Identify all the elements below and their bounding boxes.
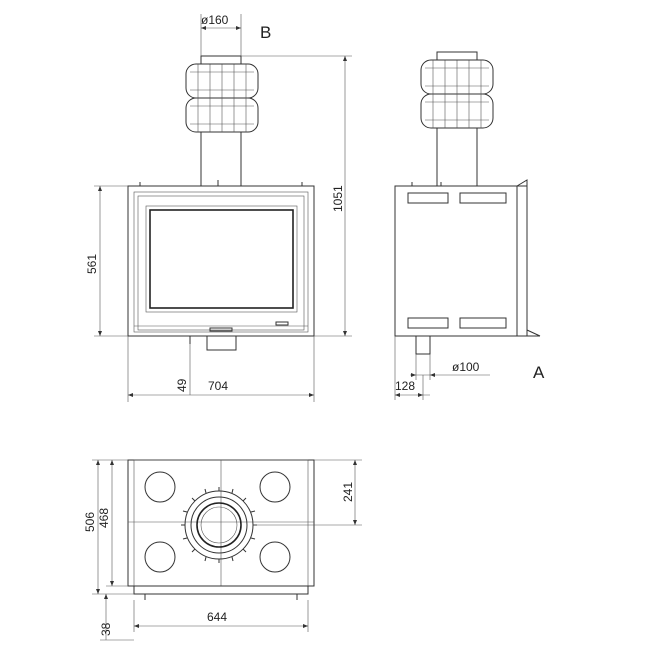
vent-circle	[259, 541, 291, 573]
dim-front-width: 704	[208, 379, 228, 393]
dim-total-height: 1051	[331, 185, 345, 212]
dim-side-offset: 128	[395, 379, 415, 393]
dim-flue-diameter: ø160	[201, 13, 229, 27]
dim-plan-base: 38	[99, 622, 113, 636]
view-label-a: A	[533, 363, 545, 382]
vent-circle	[144, 541, 176, 573]
front-flue-rings	[185, 55, 259, 133]
front-glass	[149, 209, 294, 309]
front-body	[127, 185, 315, 337]
side-body	[394, 185, 518, 337]
dim-plan-width: 644	[207, 610, 227, 624]
vent-circle	[144, 471, 176, 503]
front-view: ø160 B 1051 561 704 49	[85, 13, 352, 402]
dim-body-height: 561	[85, 254, 99, 274]
central-collar	[181, 487, 257, 563]
dim-plan-offset: 241	[341, 482, 355, 502]
dim-side-diameter: ø100	[452, 360, 480, 374]
dim-plan-depth-inner: 468	[97, 508, 111, 528]
side-flue-rings	[420, 51, 494, 129]
plan-view: 506 468 241 644 38	[83, 459, 362, 641]
vent-circle	[259, 471, 291, 503]
dim-bottom-offset: 49	[175, 378, 189, 392]
dim-plan-depth-outer: 506	[83, 512, 97, 532]
side-view: ø100 A 128	[394, 51, 545, 400]
view-label-b: B	[260, 23, 271, 42]
